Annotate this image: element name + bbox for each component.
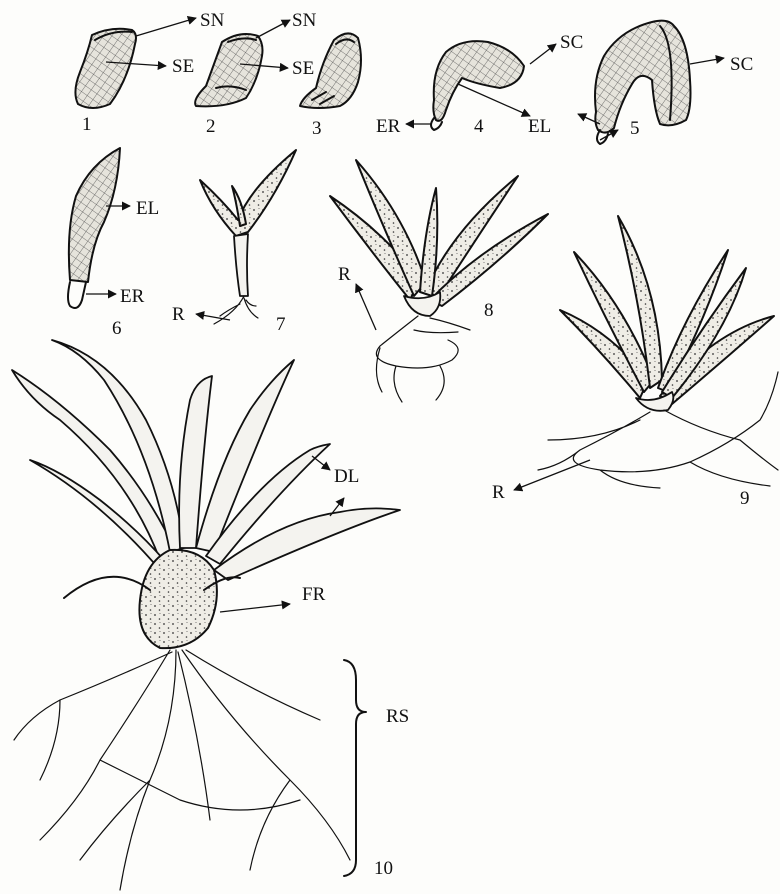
label-dl: DL: [334, 466, 359, 487]
label-sc-5: SC: [730, 54, 753, 75]
stage-number-8: 8: [484, 300, 494, 321]
stage-number-6: 6: [112, 318, 122, 339]
label-el-4-5: EL: [528, 116, 551, 137]
label-se-2: SE: [292, 58, 314, 79]
label-rs: RS: [386, 706, 409, 727]
label-r-9: R: [492, 482, 505, 503]
label-r-8: R: [338, 264, 351, 285]
rs-brace: [344, 660, 366, 876]
stage-number-9: 9: [740, 488, 750, 509]
label-se-1: SE: [172, 56, 194, 77]
stage-2-seed: [195, 34, 262, 106]
label-sc-4: SC: [560, 32, 583, 53]
label-er-4: ER: [376, 116, 401, 137]
stage-number-5: 5: [630, 118, 640, 139]
stage-9-plant: [538, 216, 778, 488]
stage-10-plant: [12, 340, 400, 890]
label-r-7: R: [172, 304, 185, 325]
label-fr: FR: [302, 584, 326, 605]
stage-number-10: 10: [374, 858, 393, 879]
label-er-6: ER: [120, 286, 145, 307]
stage-number-2: 2: [206, 116, 216, 137]
stage-number-7: 7: [276, 314, 286, 335]
stage-6-seedling: [68, 148, 120, 308]
stage-5-seedling: [595, 21, 691, 144]
label-el-6: EL: [136, 198, 159, 219]
label-sn-2: SN: [292, 10, 317, 31]
label-sn-1: SN: [200, 10, 225, 31]
stage-1-seed: [75, 29, 136, 108]
stage-8-plant: [330, 160, 548, 402]
stage-number-4: 4: [474, 116, 484, 137]
stage-number-3: 3: [312, 118, 322, 139]
stage-number-1: 1: [82, 114, 92, 135]
stage-7-seedling: [200, 150, 296, 324]
